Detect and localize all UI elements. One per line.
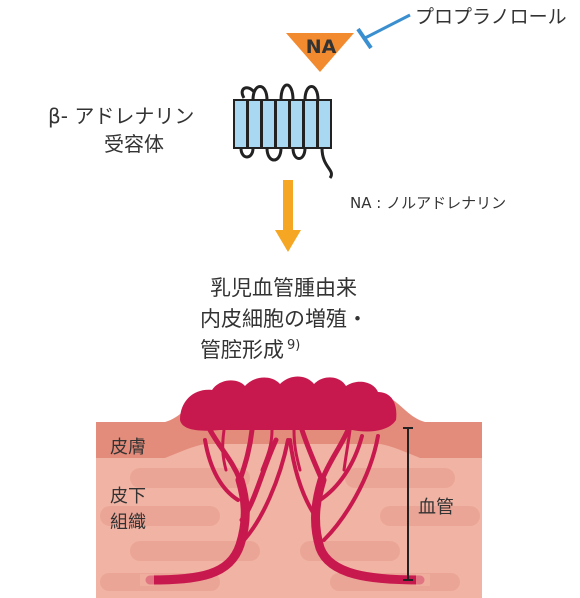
receptor-icon <box>233 83 333 179</box>
na-ligand-triangle <box>286 33 354 72</box>
subcutaneous-label-line2: 組織 <box>110 512 146 533</box>
effect-label-line1: 乳児血管腫由来 <box>210 276 357 300</box>
vessel-label: 血管 <box>418 497 454 518</box>
hemangioma-vessels <box>145 376 425 585</box>
vessel-bracket <box>403 427 413 581</box>
na-ligand-label: NA <box>305 36 337 58</box>
reference-superscript: 9) <box>287 338 301 353</box>
propranolol-label: プロプラノロール <box>415 6 567 28</box>
subcutaneous-label-line1: 皮下 <box>110 486 146 507</box>
helix <box>317 99 332 149</box>
helix <box>247 99 262 149</box>
effect-label-line2: 内皮細胞の増殖・ <box>200 307 368 331</box>
receptor-label-line2: 受容体 <box>104 132 164 156</box>
helix <box>289 99 304 149</box>
helix <box>233 99 248 149</box>
na-abbreviation-note: NA : ノルアドレナリン <box>350 194 507 212</box>
receptor-label-line1: β- アドレナリン <box>48 104 195 128</box>
inhibitor-symbol <box>356 13 411 50</box>
signal-arrow <box>275 180 301 252</box>
helix <box>303 99 318 149</box>
skin-label: 皮膚 <box>110 437 146 458</box>
helix <box>275 99 290 149</box>
effect-label-line3-text: 管腔形成 <box>200 338 284 362</box>
helix <box>261 99 276 149</box>
